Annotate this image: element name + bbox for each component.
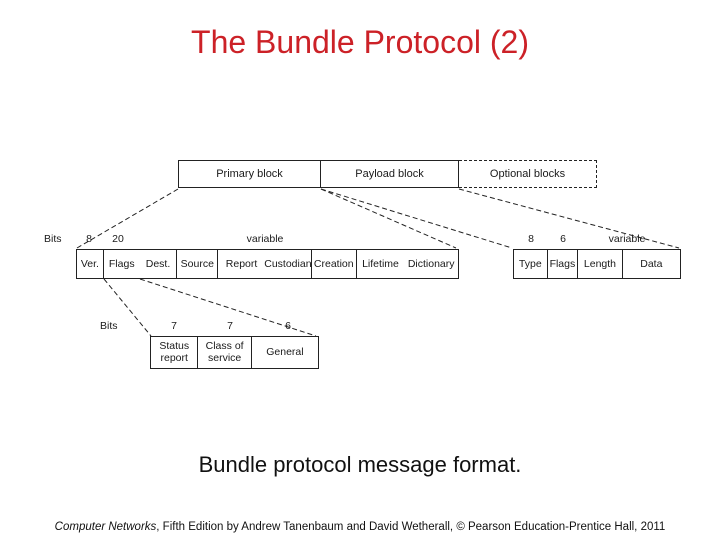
field-class-of-service: Class of service bbox=[198, 337, 252, 368]
field-report: Report bbox=[225, 258, 258, 270]
flags-detail-fields-row: Status report Class of service General bbox=[150, 336, 319, 369]
field-dest: Dest. bbox=[140, 250, 178, 278]
figure-caption: Bundle protocol message format. bbox=[198, 452, 522, 477]
bit-width-variable-primary: variable bbox=[246, 233, 284, 245]
optional-blocks-box: Optional blocks bbox=[459, 160, 597, 188]
field-status-report: Status report bbox=[151, 337, 199, 368]
bits-caption-flags: Bits bbox=[100, 320, 118, 332]
primary-block-label: Primary block bbox=[216, 168, 283, 180]
connector-primary-right bbox=[320, 188, 457, 249]
payload-block-label: Payload block bbox=[355, 168, 424, 180]
bit-width-type: 8 bbox=[528, 233, 534, 245]
field-lifetime: Lifetime bbox=[362, 258, 399, 270]
field-dictionary: Dictionary bbox=[407, 258, 455, 270]
bit-width-general: 6 bbox=[285, 320, 291, 332]
field-type: Type bbox=[514, 250, 548, 278]
book-credits: , Fifth Edition by Andrew Tanenbaum and … bbox=[156, 521, 666, 533]
connector-payload-right bbox=[458, 188, 680, 249]
field-length: Length bbox=[578, 250, 623, 278]
field-flags: Flags bbox=[108, 258, 135, 270]
payload-block-fields-row: Type Flags Length Data bbox=[513, 249, 681, 279]
field-source: Source bbox=[177, 250, 219, 278]
field-general: General bbox=[266, 345, 304, 358]
attribution-footer: Computer Networks, Fifth Edition by Andr… bbox=[0, 521, 720, 533]
bit-width-variable-payload: variable bbox=[608, 233, 646, 245]
bit-width-class-of-service: 7 bbox=[227, 320, 233, 332]
connector-primary-left bbox=[76, 188, 179, 249]
bit-width-status-report: 7 bbox=[171, 320, 177, 332]
field-ver: Ver. bbox=[77, 250, 104, 278]
connector-payload-left bbox=[320, 188, 513, 249]
bit-width-flags: 20 bbox=[112, 233, 124, 245]
bit-width-blockflags: 6 bbox=[560, 233, 566, 245]
bit-width-ver: 8 bbox=[86, 233, 92, 245]
primary-block-box: Primary block bbox=[178, 160, 321, 188]
field-data: Data bbox=[640, 258, 663, 270]
bits-caption-primary: Bits bbox=[44, 233, 62, 245]
primary-block-fields-row: Ver. Flags Dest. Source Report Custodian… bbox=[76, 249, 459, 279]
field-creation: Creation bbox=[312, 250, 357, 278]
optional-blocks-label: Optional blocks bbox=[489, 168, 566, 180]
slide-title: The Bundle Protocol (2) bbox=[191, 24, 529, 60]
field-block-flags: Flags bbox=[548, 250, 579, 278]
payload-block-box: Payload block bbox=[320, 160, 459, 188]
field-custodian: Custodian bbox=[264, 250, 312, 278]
book-title: Computer Networks bbox=[54, 521, 157, 533]
